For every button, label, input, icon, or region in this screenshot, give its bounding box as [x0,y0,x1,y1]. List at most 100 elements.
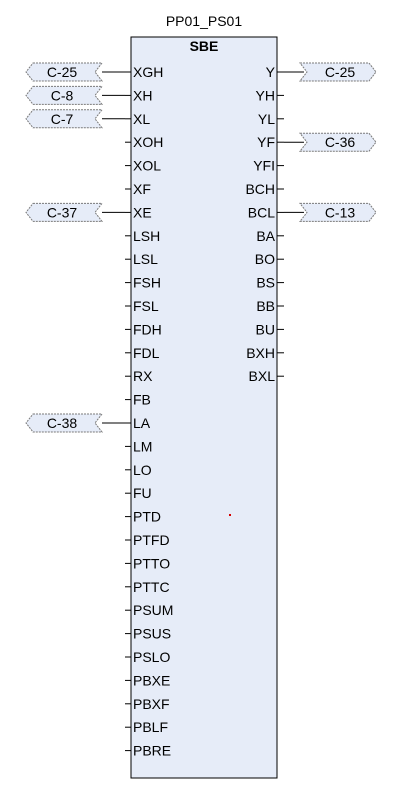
input-pin-lsl[interactable]: LSL [125,251,158,267]
pin-label: Y [266,64,276,80]
pin-label: BU [256,321,275,337]
input-pin-fsh[interactable]: FSH [125,275,161,291]
input-pin-fsl[interactable]: FSL [125,298,159,314]
pin-label: XGH [133,64,163,80]
output-pin-bcl[interactable]: BCL [248,204,304,220]
output-pin-bxl[interactable]: BXL [249,368,284,384]
pin-label: BO [255,251,275,267]
input-pin-xol[interactable]: XOL [125,158,161,174]
pin-label: BB [256,298,275,314]
output-pin-bo[interactable]: BO [255,251,284,267]
pin-label: YFI [253,158,275,174]
output-pin-bxh[interactable]: BXH [246,345,284,361]
pin-label: YL [258,111,275,127]
input-pin-pblf[interactable]: PBLF [125,719,168,735]
input-pin-fb[interactable]: FB [125,392,151,408]
pin-label: BXL [249,368,276,384]
input-pin-lsh[interactable]: LSH [125,228,160,244]
pin-label: PBRE [133,743,171,759]
output-pin-yf[interactable]: YF [257,134,304,150]
input-pin-ptto[interactable]: PTTO [125,555,170,571]
output-pin-bs[interactable]: BS [256,275,284,291]
block-type-name: SBE [190,38,219,54]
input-pin-xgh[interactable]: XGH [102,64,163,80]
output-pin-yh[interactable]: YH [256,87,284,103]
pin-label: BA [256,228,275,244]
output-pin-ba[interactable]: BA [256,228,284,244]
cursor-marker [229,514,231,516]
connector-label: C-7 [51,111,74,127]
connector-shape [25,413,104,433]
output-connector-c-25[interactable]: C-25 [298,62,377,82]
input-pin-psum[interactable]: PSUM [125,602,173,618]
input-pin-ptfd[interactable]: PTFD [125,532,170,548]
output-pin-yl[interactable]: YL [258,111,284,127]
pin-label: YF [257,134,275,150]
input-pin-xf[interactable]: XF [125,181,151,197]
input-pin-xe[interactable]: XE [102,204,152,220]
function-block[interactable] [130,36,278,779]
pin-label: RX [133,368,153,384]
pin-label: LA [133,415,151,431]
pin-label: BS [256,275,275,291]
pin-label: PTTO [133,555,170,571]
pin-label: YH [256,87,275,103]
input-connector-c-8[interactable]: C-8 [25,85,104,105]
input-pin-fdh[interactable]: FDH [125,321,162,337]
input-pin-pbre[interactable]: PBRE [125,743,171,759]
output-pin-bch[interactable]: BCH [245,181,284,197]
pin-label: BXH [246,345,275,361]
pin-label: PBXF [133,696,170,712]
input-pin-la[interactable]: LA [102,415,151,431]
input-pin-pbxf[interactable]: PBXF [125,696,170,712]
input-connector-c-37[interactable]: C-37 [25,202,104,222]
input-pin-pslo[interactable]: PSLO [125,649,170,665]
input-pin-lo[interactable]: LO [125,462,152,478]
input-pin-lm[interactable]: LM [125,438,152,454]
output-pin-bu[interactable]: BU [256,321,284,337]
pin-label: XE [133,204,152,220]
pin-label: PBXE [133,672,170,688]
pin-label: LSH [133,228,160,244]
input-connector-c-38[interactable]: C-38 [25,413,104,433]
pin-label: PSLO [133,649,170,665]
connector-shape [25,202,104,222]
pin-label: XOL [133,158,161,174]
input-pin-xl[interactable]: XL [102,111,150,127]
pin-label: LO [133,462,152,478]
pin-label: PSUS [133,626,171,642]
input-connector-c-25[interactable]: C-25 [25,62,104,82]
input-pin-fdl[interactable]: FDL [125,345,160,361]
pin-label: FDH [133,321,162,337]
input-pin-xoh[interactable]: XOH [125,134,163,150]
output-pin-bb[interactable]: BB [256,298,284,314]
input-pin-psus[interactable]: PSUS [125,626,171,642]
pin-label: XOH [133,134,163,150]
connector-label: C-38 [47,415,78,431]
input-connector-c-7[interactable]: C-7 [25,109,104,129]
output-pin-yfi[interactable]: YFI [253,158,284,174]
connector-label: C-25 [47,64,78,80]
input-pin-pttc[interactable]: PTTC [125,579,170,595]
pin-label: XH [133,87,152,103]
output-connector-c-36[interactable]: C-36 [298,132,377,152]
connector-label: C-36 [325,134,356,150]
pin-label: LSL [133,251,158,267]
pin-label: FSL [133,298,159,314]
input-pin-rx[interactable]: RX [125,368,153,384]
input-pin-fu[interactable]: FU [125,485,152,501]
input-pin-pbxe[interactable]: PBXE [125,672,170,688]
pin-label: PTD [133,509,161,525]
output-connector-c-13[interactable]: C-13 [298,202,377,222]
pin-label: PTFD [133,532,170,548]
connector-label: C-25 [325,64,356,80]
connector-shape [298,202,377,222]
input-pin-ptd[interactable]: PTD [125,509,161,525]
pin-label: FU [133,485,152,501]
block-instance-name: PP01_PS01 [166,13,242,29]
pin-label: BCH [245,181,275,197]
output-pin-y[interactable]: Y [266,64,304,80]
input-pin-xh[interactable]: XH [102,87,152,103]
pin-label: LM [133,438,152,454]
